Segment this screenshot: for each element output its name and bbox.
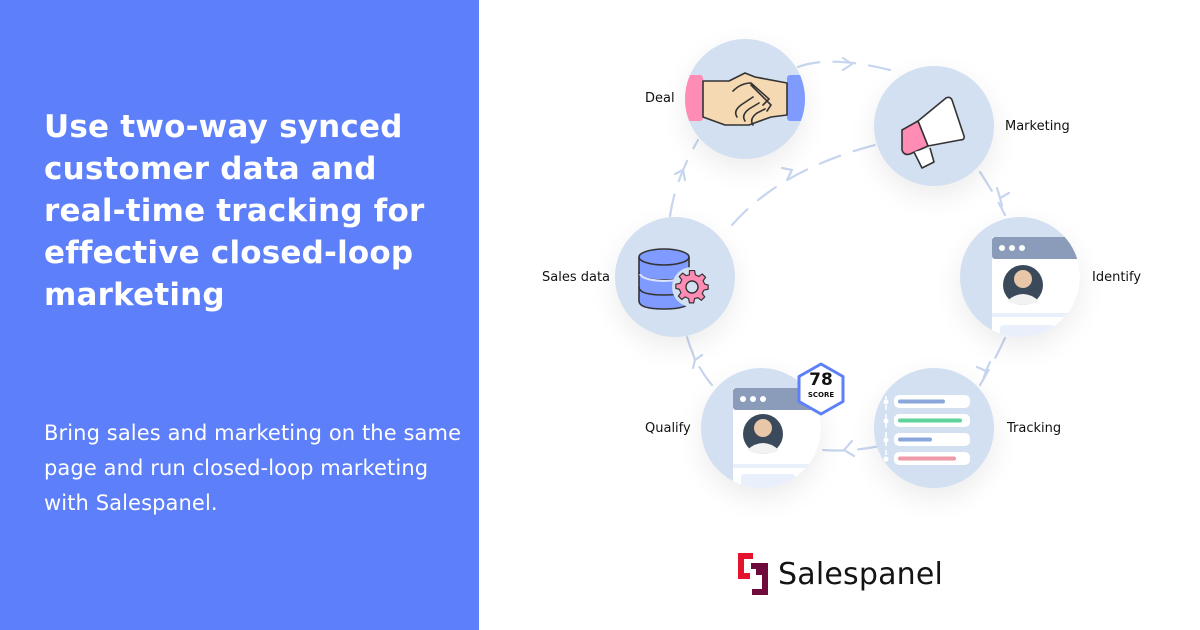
headline: Use two-way synced customer data and rea… bbox=[44, 109, 425, 313]
brand-name: Salespanel bbox=[778, 556, 944, 592]
node-identify bbox=[960, 217, 1080, 337]
left-panel: Use two-way synced customer data and rea… bbox=[0, 0, 479, 630]
label-sales-data: Sales data bbox=[542, 270, 611, 285]
label-tracking: Tracking bbox=[1007, 421, 1062, 436]
node-tracking bbox=[874, 368, 994, 488]
label-marketing: Marketing bbox=[1005, 119, 1070, 134]
brand-logo: Salespanel bbox=[738, 553, 943, 595]
handshake-icon bbox=[685, 72, 805, 126]
score-value: 78 bbox=[809, 370, 833, 390]
salespanel-logo-icon bbox=[738, 553, 768, 595]
node-marketing bbox=[874, 66, 994, 186]
closed-loop-diagram: Deal Marketing Identify bbox=[480, 0, 1200, 630]
label-deal: Deal bbox=[645, 91, 675, 106]
connector-arrows bbox=[668, 56, 1011, 458]
label-identify: Identify bbox=[1092, 270, 1142, 285]
hexagon-icon bbox=[797, 362, 845, 416]
subtext: Bring sales and marketing on the same pa… bbox=[44, 421, 462, 515]
activity-timeline-icon bbox=[883, 395, 970, 465]
profile-window-icon bbox=[992, 237, 1080, 337]
score-label: SCORE bbox=[807, 391, 835, 399]
node-sales-data bbox=[615, 217, 735, 337]
label-qualify: Qualify bbox=[645, 421, 691, 436]
score-badge: 78 SCORE bbox=[793, 361, 849, 417]
node-deal bbox=[685, 39, 805, 159]
megaphone-icon bbox=[901, 96, 965, 169]
database-gear-icon bbox=[638, 248, 712, 310]
